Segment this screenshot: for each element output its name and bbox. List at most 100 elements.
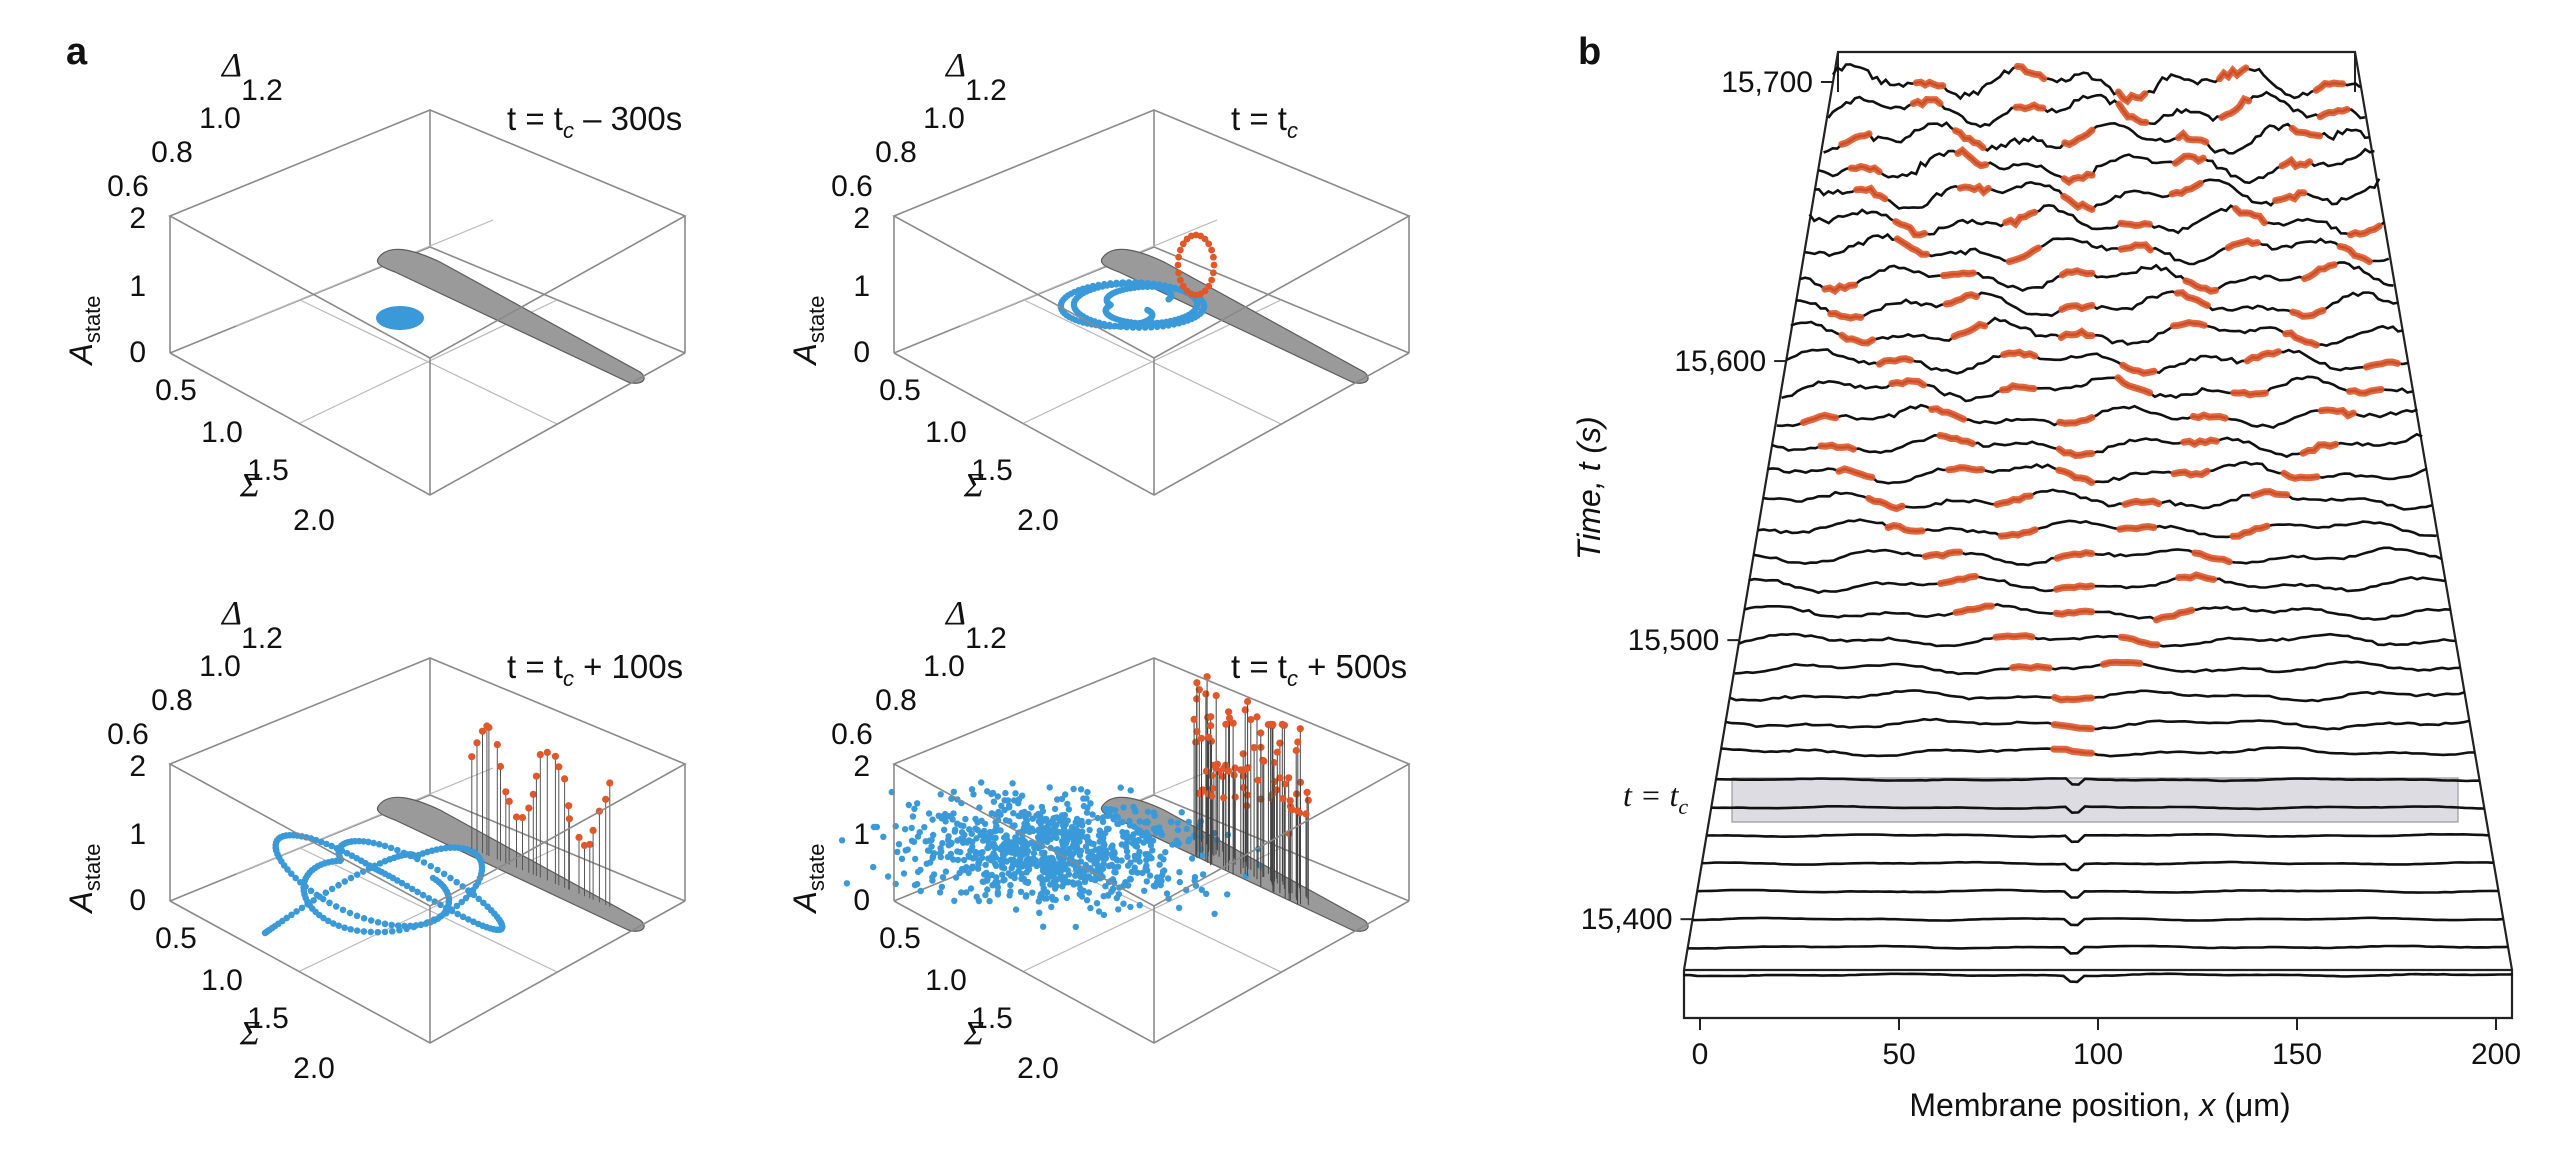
wave-highlight bbox=[1838, 331, 1876, 347]
trajectory-point bbox=[333, 845, 340, 852]
wave-highlight bbox=[1997, 526, 2039, 540]
spike-point bbox=[1294, 738, 1302, 746]
trajectory-point bbox=[1144, 819, 1151, 826]
trajectory-point bbox=[1176, 878, 1183, 886]
trajectory-point bbox=[1102, 829, 1109, 837]
wave-highlight bbox=[1892, 218, 1928, 239]
trajectory-points bbox=[838, 779, 1263, 931]
trajectory-point bbox=[1043, 824, 1050, 831]
trajectory-point bbox=[353, 912, 361, 919]
trajectory-point bbox=[928, 843, 935, 850]
trajectory-point bbox=[1174, 819, 1182, 827]
spike-point bbox=[543, 748, 551, 756]
trajectory-point bbox=[912, 855, 919, 863]
trajectory-point bbox=[353, 855, 360, 862]
trajectory-point bbox=[1124, 839, 1131, 846]
trajectory-point bbox=[1063, 894, 1070, 901]
trajectory-point bbox=[1127, 903, 1134, 911]
trajectory-point bbox=[1096, 838, 1103, 845]
trajectory-point bbox=[1006, 804, 1013, 811]
trajectory-point bbox=[318, 838, 325, 846]
spike-point bbox=[1288, 806, 1296, 814]
membrane-trace bbox=[1687, 944, 2509, 955]
delta-axis-label: Δ bbox=[220, 47, 242, 84]
membrane-trace bbox=[1715, 777, 2480, 786]
membrane-trace bbox=[1738, 632, 2456, 648]
wave-highlight bbox=[2057, 327, 2096, 341]
trajectory-point bbox=[1199, 871, 1207, 878]
spike-point bbox=[1183, 287, 1191, 295]
wave-highlight bbox=[1853, 184, 1889, 203]
trajectory-point bbox=[1015, 796, 1023, 803]
wave-highlight bbox=[1952, 602, 1995, 616]
trajectory-point bbox=[1148, 855, 1155, 862]
trajectory-point bbox=[942, 818, 949, 825]
trajectory-point bbox=[1011, 838, 1018, 845]
trajectory-point bbox=[325, 917, 332, 925]
trajectory-point bbox=[1080, 795, 1087, 802]
wave-highlight bbox=[2012, 101, 2047, 113]
delta-tick: 0.8 bbox=[151, 684, 193, 717]
trajectory-point bbox=[1007, 856, 1015, 863]
trajectory-point bbox=[1144, 808, 1152, 815]
trajectory-point bbox=[417, 921, 425, 928]
trajectory-point bbox=[1141, 324, 1149, 331]
wave-highlight bbox=[1875, 355, 1914, 368]
membrane-trace bbox=[1818, 147, 2375, 185]
trajectory-point bbox=[979, 854, 986, 862]
sigma-axis-label: Σ bbox=[963, 1015, 984, 1052]
trajectory-point bbox=[1035, 810, 1042, 818]
trajectory-point bbox=[944, 853, 952, 861]
trajectory-point bbox=[1045, 873, 1052, 880]
trajectory-point bbox=[381, 842, 389, 850]
trajectory-point bbox=[963, 864, 970, 871]
trajectory-point bbox=[994, 884, 1002, 891]
membrane-trace bbox=[1762, 488, 2433, 511]
trajectory-point bbox=[326, 899, 333, 906]
wave-highlight bbox=[2053, 582, 2096, 593]
trajectory-point bbox=[409, 885, 416, 893]
wave-highlight bbox=[1942, 291, 1980, 308]
trajectory-point bbox=[1136, 848, 1143, 856]
spike-point bbox=[1303, 788, 1311, 796]
trajectory-point bbox=[1176, 869, 1183, 876]
trajectory-point bbox=[969, 855, 977, 862]
spike-point bbox=[1174, 261, 1182, 269]
panel-b-label: b bbox=[1578, 31, 1601, 73]
trajectory-point bbox=[312, 836, 320, 844]
spike-point bbox=[1224, 767, 1232, 775]
wave-highlight bbox=[1954, 145, 1990, 170]
wave-highlight bbox=[1847, 162, 1883, 176]
membrane-trace bbox=[1753, 546, 2442, 567]
wave-highlight bbox=[1838, 130, 1873, 148]
wave-highlight bbox=[2060, 192, 2096, 213]
trajectory-point bbox=[1041, 849, 1048, 856]
trajectory-point bbox=[1100, 320, 1108, 328]
wave-highlight bbox=[2289, 307, 2327, 320]
sigma-tick: 1.0 bbox=[925, 416, 967, 449]
trajectory-point bbox=[909, 813, 917, 820]
trajectory-point bbox=[389, 928, 396, 935]
delta-tick: 1.0 bbox=[199, 102, 241, 135]
trajectory-point bbox=[412, 922, 420, 929]
trajectory-point bbox=[288, 870, 295, 877]
trajectory-point bbox=[1053, 834, 1060, 842]
manifold-shape bbox=[1100, 248, 1369, 384]
spike-point bbox=[1250, 744, 1258, 752]
trajectory-point bbox=[401, 922, 408, 930]
trajectory-point bbox=[420, 891, 427, 899]
trajectory-point bbox=[1022, 878, 1029, 886]
trajectory-point bbox=[1094, 814, 1101, 822]
trajectory-point bbox=[974, 865, 982, 872]
trajectory-point bbox=[908, 824, 915, 832]
wave-highlight bbox=[1950, 320, 1989, 340]
wave-highlight bbox=[2272, 189, 2308, 204]
trajectory-point bbox=[1009, 780, 1016, 787]
spike-point bbox=[1207, 713, 1215, 721]
wave-highlight bbox=[2301, 261, 2338, 283]
trajectory-point bbox=[950, 788, 957, 795]
subplot-title: t = tc – 300s bbox=[507, 100, 682, 143]
trajectory-point bbox=[990, 798, 998, 805]
trajectory-point bbox=[1129, 324, 1137, 331]
trajectory-point bbox=[1144, 851, 1151, 858]
